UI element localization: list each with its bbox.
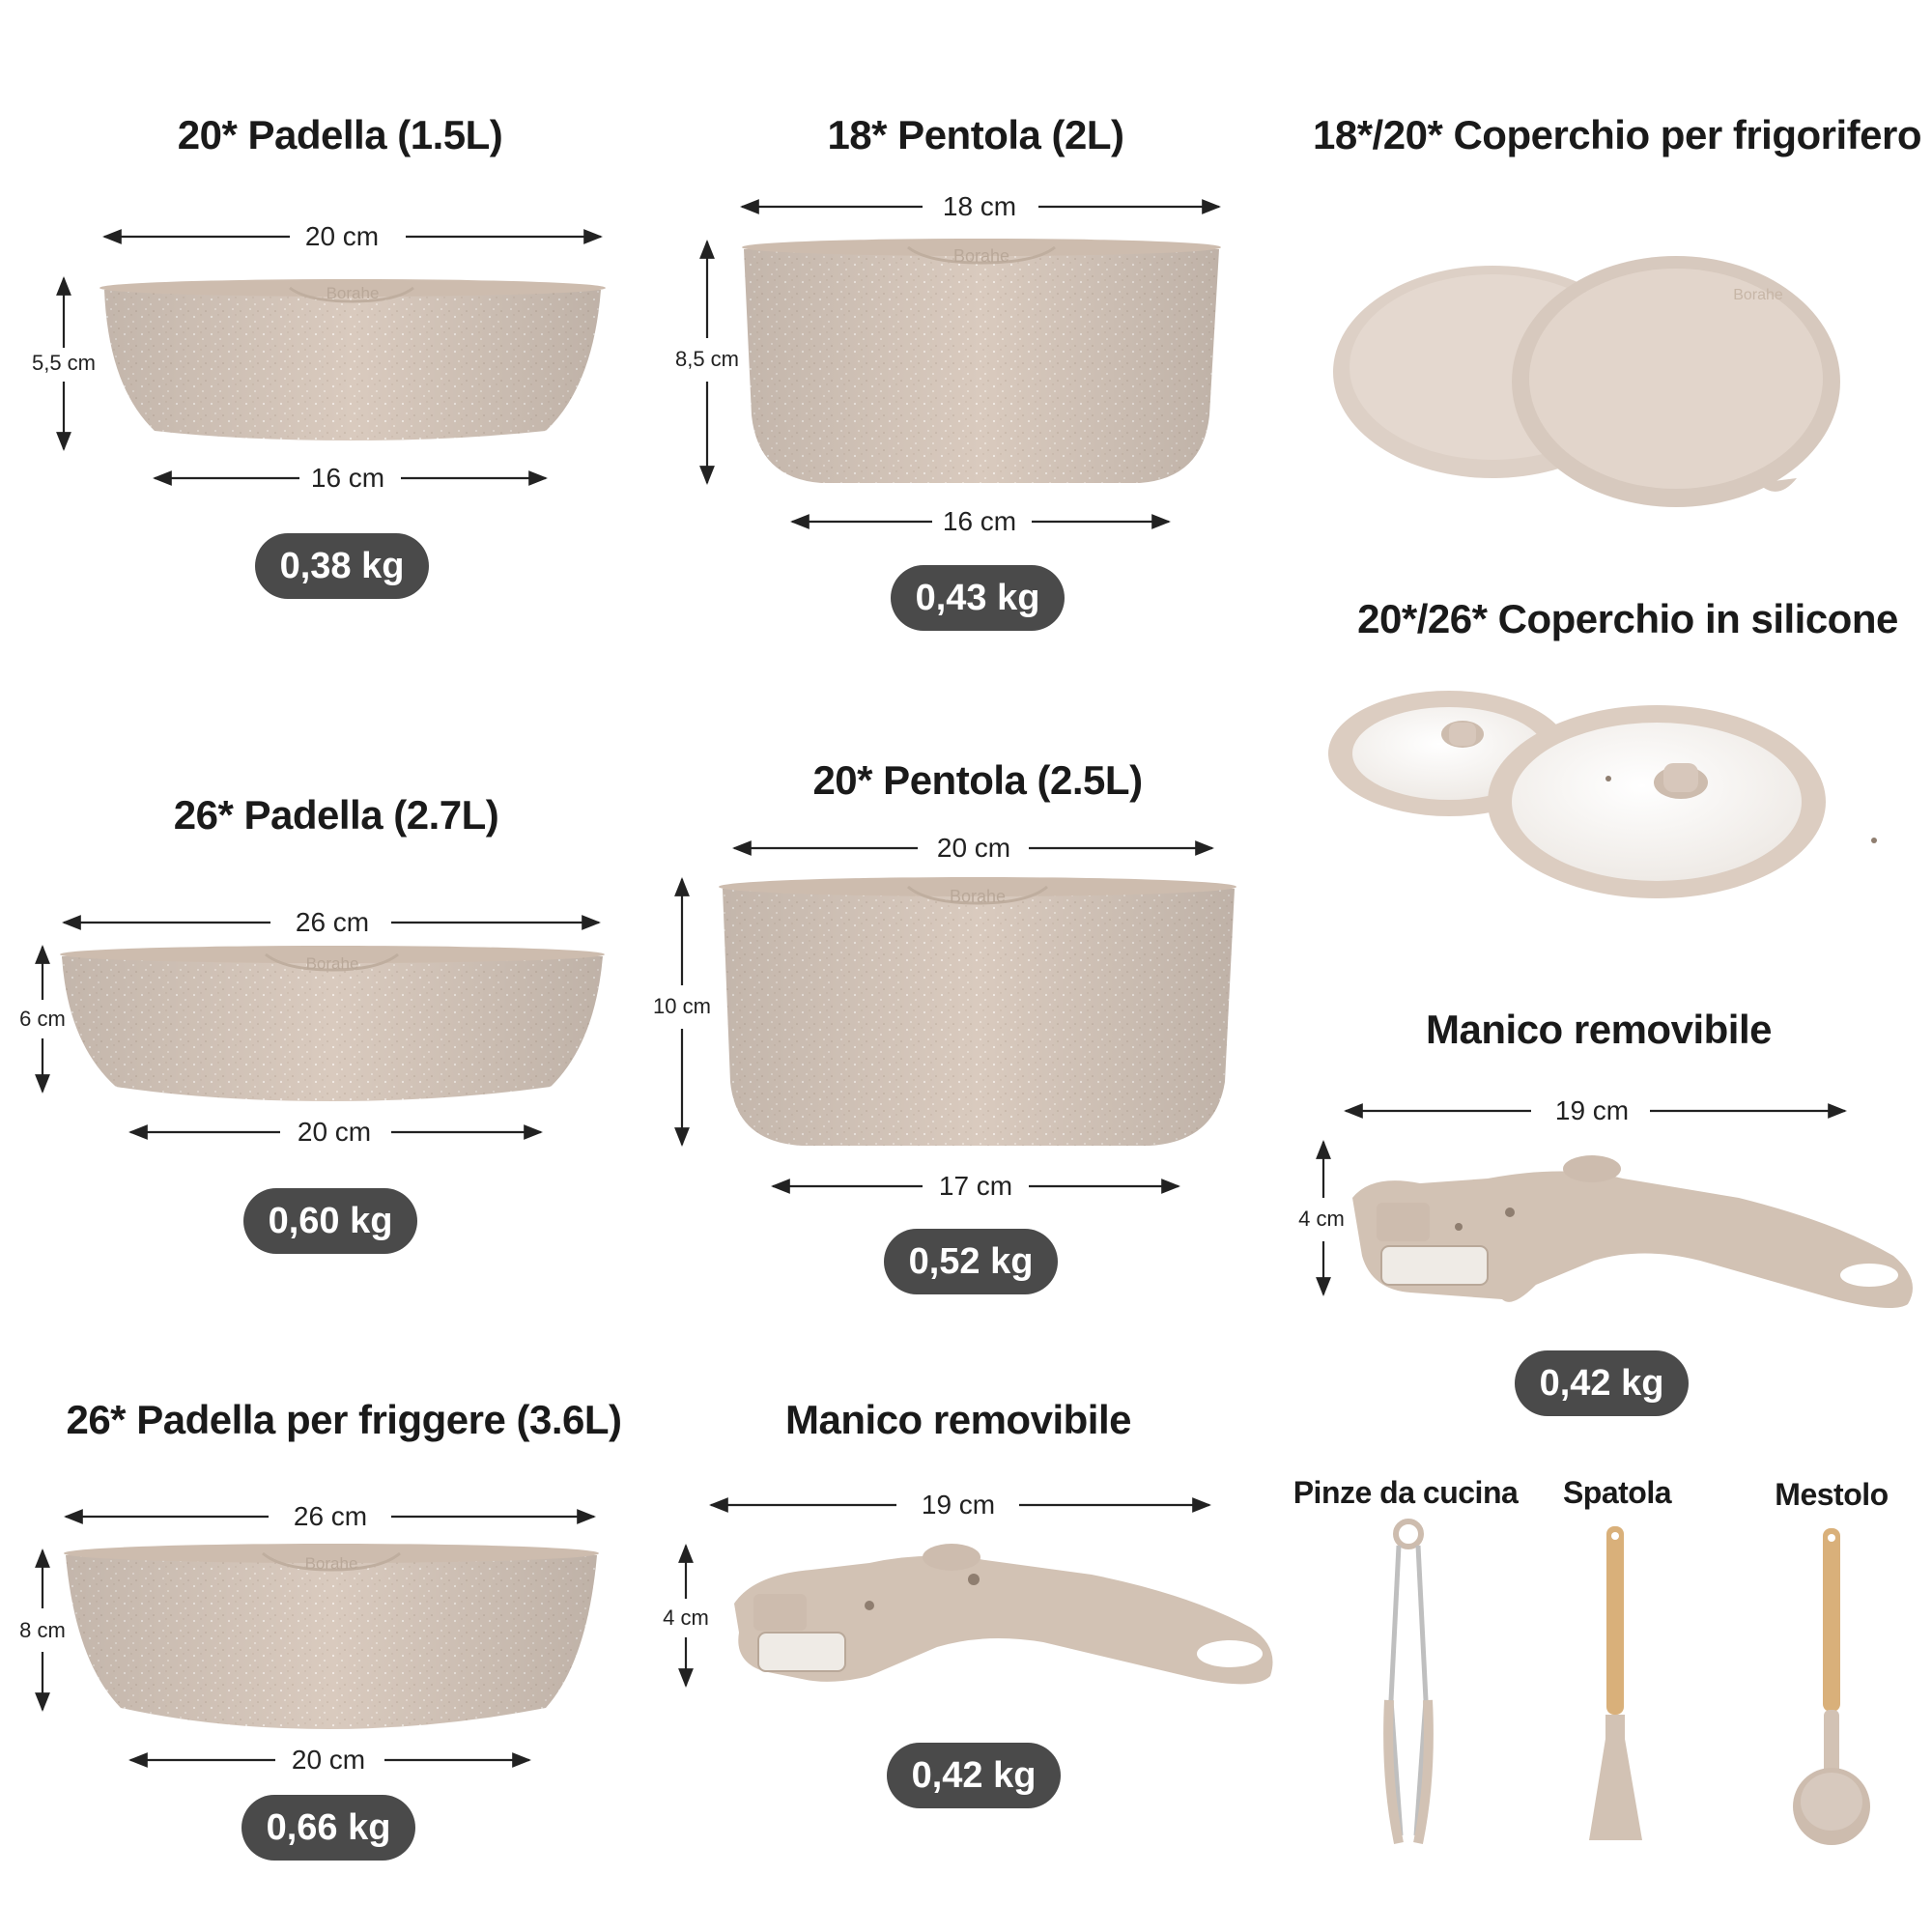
silicone-lid-title: 20*/26* Coperchio in silicone	[1357, 596, 1898, 641]
pentola-18-title: 18* Pentola (2L)	[827, 112, 1124, 157]
padella-26-weight-badge: 0,60 kg	[243, 1188, 417, 1254]
pentola-18-height-dim: 8,5 cm	[674, 345, 740, 374]
pentola-18-bottom-dim: 16 cm	[932, 506, 1027, 537]
padella-20-height-dim: 5,5 cm	[31, 349, 97, 378]
padella-20-title: 20* Padella (1.5L)	[177, 112, 503, 157]
padella-20-top-dim: 20 cm	[295, 221, 389, 252]
manico-right-weight-badge: 0,42 kg	[1515, 1350, 1689, 1416]
manico-right-length-dim: 19 cm	[1545, 1095, 1639, 1126]
manico-bottom-weight-badge: 0,42 kg	[887, 1743, 1061, 1808]
pentola-20-title: 20* Pentola (2.5L)	[812, 757, 1143, 803]
silicone-lids-illustration	[1328, 691, 1877, 898]
pentola-20-weight-badge: 0,52 kg	[884, 1229, 1058, 1294]
brand-logo: Borahe	[950, 887, 1006, 906]
padella-26-height-dim: 6 cm	[19, 1005, 66, 1034]
padella-20-bottom-dim: 16 cm	[300, 463, 395, 494]
tongs-title: Pinze da cucina	[1293, 1475, 1519, 1510]
padella-20-weight-badge: 0,38 kg	[255, 533, 429, 599]
padella-26-title: 26* Padella (2.7L)	[173, 792, 499, 838]
pentola-18-illustration: Borahe	[742, 239, 1221, 483]
handle-bottom-illustration	[734, 1544, 1273, 1685]
pentola-18-top-dim: 18 cm	[932, 191, 1027, 222]
fridge-lid-title: 18*/20* Coperchio per frigorifero	[1312, 112, 1922, 157]
manico-right-title: Manico removibile	[1426, 1007, 1772, 1052]
padella-26-illustration: Borahe	[60, 946, 605, 1101]
manico-bottom-length-dim: 19 cm	[911, 1490, 1006, 1520]
friggere-26-illustration: Borahe	[64, 1544, 599, 1729]
manico-bottom-title: Manico removibile	[785, 1397, 1131, 1442]
friggere-26-height-dim: 8 cm	[19, 1616, 66, 1645]
manico-right-height-dim: 4 cm	[1298, 1205, 1345, 1234]
handle-right-illustration	[1352, 1155, 1913, 1308]
spatula-illustration	[1589, 1526, 1642, 1840]
friggere-26-title: 26* Padella per friggere (3.6L)	[66, 1397, 622, 1442]
fridge-lids-illustration: Borahe	[1333, 256, 1840, 507]
pentola-20-top-dim: 20 cm	[926, 833, 1021, 864]
ladle-title: Mestolo	[1775, 1477, 1889, 1512]
pentola-20-height-dim: 10 cm	[653, 992, 711, 1021]
brand-logo: Borahe	[305, 1554, 358, 1573]
padella-26-top-dim: 26 cm	[285, 907, 380, 938]
padella-26-bottom-dim: 20 cm	[287, 1117, 382, 1148]
padella-20-illustration: Borahe	[99, 279, 606, 440]
friggere-26-bottom-dim: 20 cm	[281, 1745, 376, 1776]
friggere-26-weight-badge: 0,66 kg	[242, 1795, 415, 1861]
brand-logo: Borahe	[953, 246, 1009, 266]
pentola-20-bottom-dim: 17 cm	[928, 1171, 1023, 1202]
pentola-20-illustration: Borahe	[719, 877, 1236, 1146]
manico-bottom-height-dim: 4 cm	[663, 1604, 709, 1633]
brand-logo: Borahe	[1733, 287, 1783, 303]
pentola-18-weight-badge: 0,43 kg	[891, 565, 1065, 631]
brand-logo: Borahe	[327, 284, 380, 302]
brand-logo: Borahe	[306, 954, 359, 973]
friggere-26-top-dim: 26 cm	[283, 1501, 378, 1532]
ladle-illustration	[1793, 1528, 1870, 1845]
tongs-illustration	[1383, 1519, 1434, 1845]
spatula-title: Spatola	[1562, 1475, 1672, 1510]
